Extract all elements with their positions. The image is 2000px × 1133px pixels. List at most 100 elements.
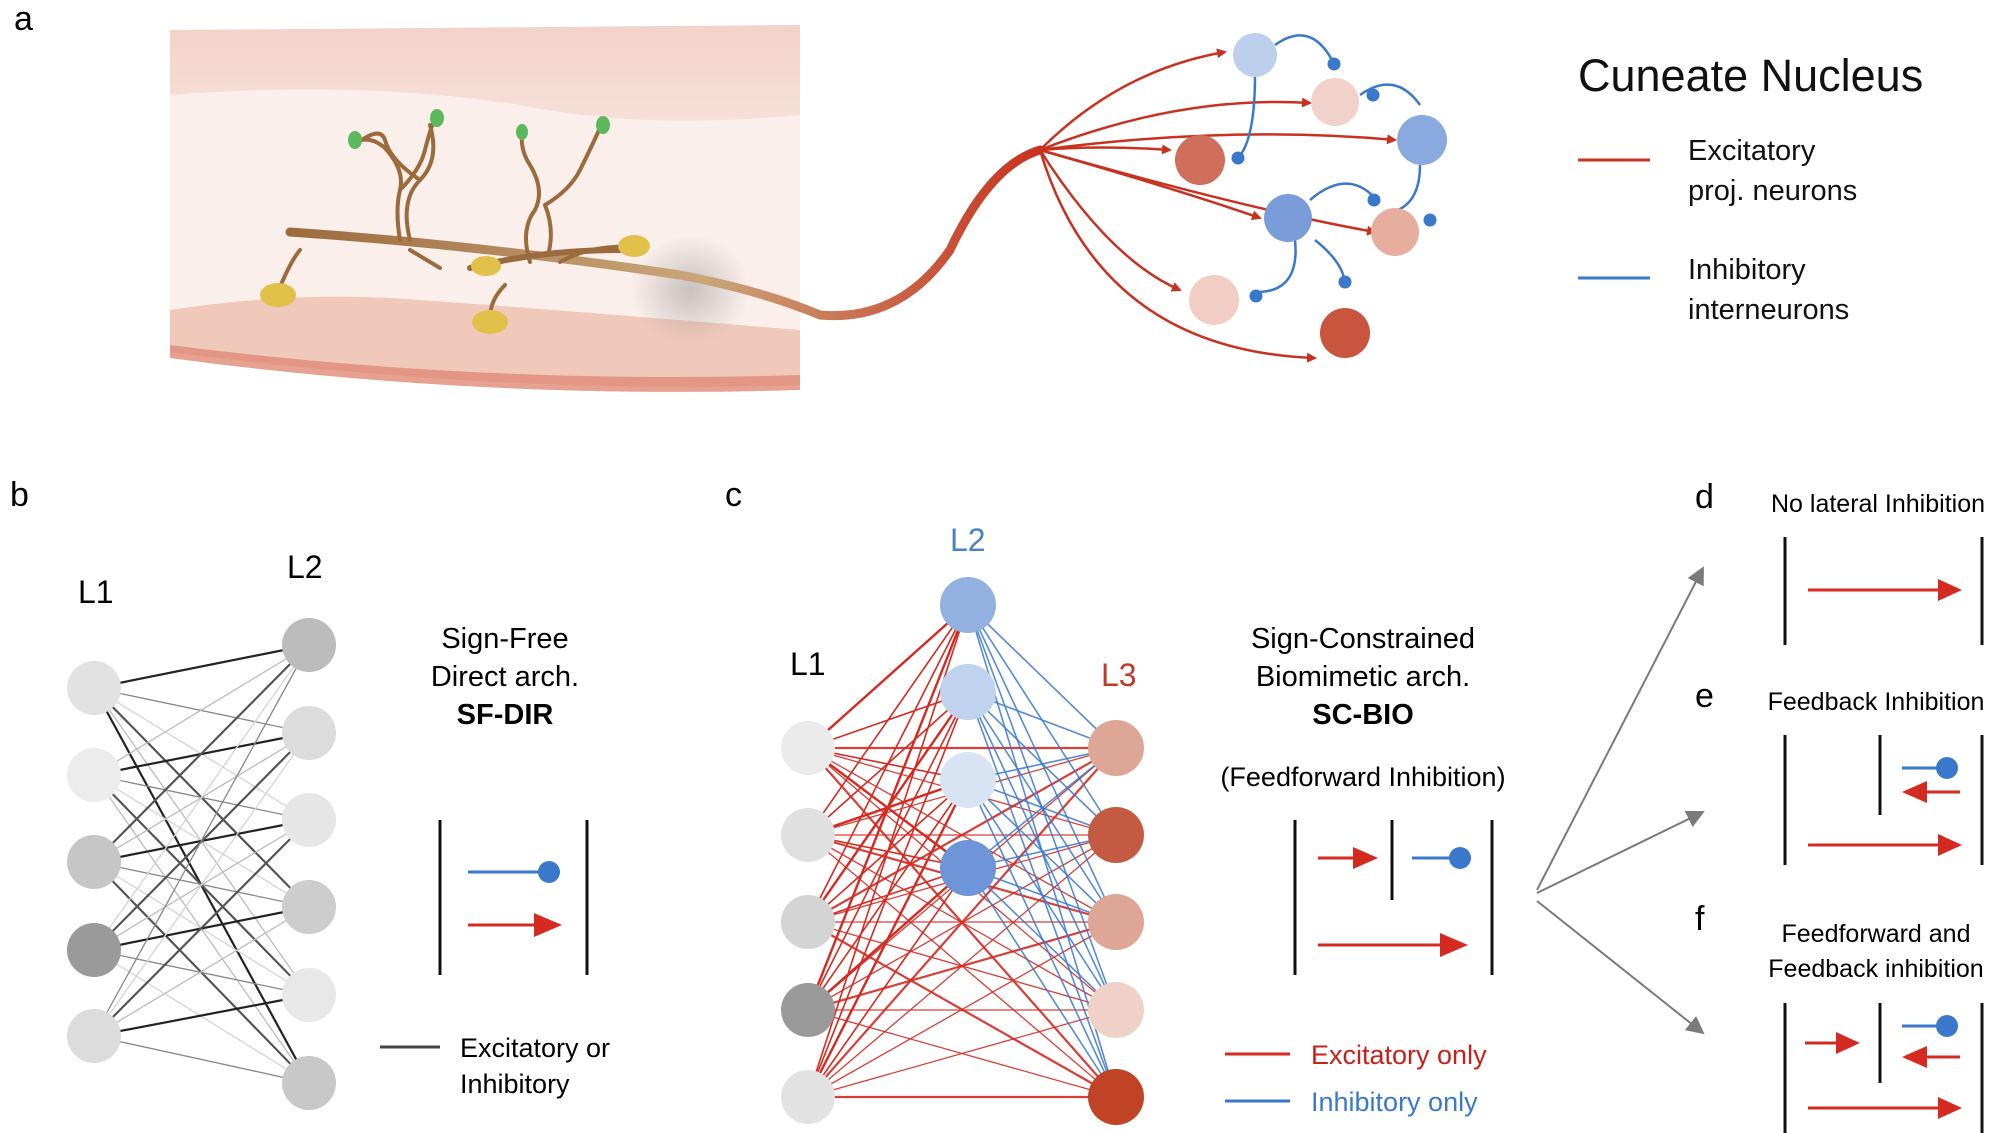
- fiber-branch: [408, 248, 442, 270]
- projection-arrow: [1038, 149, 1317, 363]
- c-excitatory-connection: [807, 747, 1117, 923]
- b-neuron-l2: [282, 793, 336, 847]
- c-excitatory-connection: [807, 867, 969, 1098]
- layer-label-l1: L1: [78, 574, 114, 610]
- arrow-to-f: [1536, 900, 1705, 1035]
- sf-dir-line2: Direct arch.: [431, 661, 579, 693]
- c-excitatory-connection: [807, 604, 969, 836]
- skin-block: [170, 25, 800, 392]
- inhibitory-link: [1237, 74, 1257, 159]
- inhibitory-synapse: [1449, 847, 1471, 869]
- inhibitory-link: [1397, 164, 1422, 212]
- inhibitory-link: [1274, 34, 1334, 61]
- b-neuron-l1: [67, 835, 121, 889]
- c-neuron-l3: [1088, 894, 1144, 950]
- excitatory-arrowhead: [1938, 579, 1962, 601]
- projection-arrows: [1038, 48, 1397, 363]
- inhibitory-neuron: [1397, 115, 1447, 165]
- smudge: [630, 235, 750, 345]
- inhibitory-link: [1314, 239, 1346, 279]
- panel-letter-c: c: [725, 476, 742, 514]
- excitatory-neuron: [1311, 78, 1359, 126]
- legend-excitatory-label-2: proj. neurons: [1688, 175, 1857, 207]
- c-neuron-l2: [940, 840, 996, 896]
- b-neuron-l2: [282, 706, 336, 760]
- projection-arrow: [1039, 148, 1377, 236]
- b-neurons: [67, 618, 336, 1110]
- c-excitatory-connection: [806, 779, 970, 1098]
- sc-bio-line2: Biomimetic arch.: [1256, 661, 1470, 693]
- inhibitory-neuron: [1233, 33, 1277, 77]
- excitatory-neuron: [1189, 275, 1239, 325]
- sf-dir-abbrev: SF-DIR: [457, 699, 554, 731]
- c-neuron-l1: [781, 1070, 835, 1124]
- panel-f-title-2: Feedback inhibition: [1768, 955, 1983, 983]
- c-excitatory-connection: [807, 691, 969, 1098]
- panel-e: e Feedback Inhibition: [1695, 677, 1984, 865]
- sf-dir-line1: Sign-Free: [441, 623, 568, 655]
- b-neuron-l1: [67, 1009, 121, 1063]
- sc-bio-line1: Sign-Constrained: [1251, 623, 1475, 655]
- c-inhibitory-connection: [967, 604, 1117, 749]
- panel-f-title-1: Feedforward and: [1781, 920, 1970, 948]
- b-neuron-l1: [67, 661, 121, 715]
- green-receptor: [348, 131, 362, 149]
- b-connection: [93, 993, 310, 1038]
- projection-arrow: [1039, 97, 1312, 152]
- c-excitatory-connection: [807, 747, 1117, 1098]
- inhibitory-synapse: [1936, 1015, 1958, 1037]
- yellow-receptor: [618, 235, 650, 257]
- layer-label-l2: L2: [950, 522, 986, 558]
- c-excitatory-connection: [807, 604, 969, 923]
- b-connection: [93, 643, 310, 690]
- sc-bio-note: (Feedforward Inhibition): [1220, 762, 1505, 792]
- panel-d-title: No lateral Inhibition: [1771, 490, 1985, 518]
- inhibitory-synapse: [1231, 151, 1245, 165]
- panel-a: a: [14, 0, 1923, 392]
- excitatory-arrowhead: [1440, 933, 1468, 957]
- inhibitory-synapse: [1338, 275, 1352, 289]
- b-neuron-l2: [282, 1056, 336, 1110]
- excitatory-neuron: [1371, 208, 1419, 256]
- c-neuron-l3: [1088, 720, 1144, 776]
- b-neuron-l1: [67, 748, 121, 802]
- inhibitory-neuron: [1264, 194, 1312, 242]
- b-connections: [93, 643, 310, 1084]
- panel-c: c L1 L2 L3 Sign-Constrained Biomimetic a…: [725, 476, 1506, 1125]
- layer-label-l2: L2: [287, 549, 323, 585]
- inhibitory-synapse: [1423, 213, 1437, 227]
- b-neuron-l2: [282, 968, 336, 1022]
- inhibitory-synapse: [1249, 289, 1263, 303]
- panel-f: f Feedforward and Feedback inhibition: [1695, 900, 1984, 1133]
- legend-excitatory-label: Excitatory: [1688, 135, 1816, 167]
- inhibitory-link: [1359, 83, 1422, 106]
- projection-arrow: [1039, 133, 1397, 152]
- cuneate-neurons: [1175, 33, 1447, 358]
- b-connection: [93, 1035, 310, 1084]
- arrow-to-d: [1536, 566, 1704, 891]
- panel-b: b L1 L2 Sign-Free Direct arch. SF-DIR Ex…: [10, 476, 610, 1110]
- panel-letter-b: b: [10, 476, 29, 514]
- c-excitatory-connection: [807, 834, 1117, 1098]
- b-connection: [93, 732, 310, 1037]
- inhibitory-synapse: [1327, 57, 1341, 71]
- c-neuron-l1: [781, 895, 835, 949]
- skin-top-layer: [170, 25, 800, 121]
- legend-mixed-label: Excitatory or: [460, 1033, 610, 1063]
- receptors: [260, 109, 650, 334]
- sc-bio-schematic: [1293, 820, 1494, 975]
- c-inhibitory-connection: [967, 867, 1117, 1011]
- c-neuron-l1: [781, 721, 835, 775]
- c-neuron-l2: [940, 664, 996, 720]
- inhibitory-link: [1259, 239, 1297, 294]
- panel-letter-f: f: [1695, 900, 1705, 938]
- projection-arrow: [1039, 48, 1227, 151]
- c-neuron-l1: [781, 808, 835, 862]
- feedback-arrowhead: [1902, 1046, 1927, 1068]
- c-excitatory-connection: [807, 604, 969, 749]
- yellow-receptor: [260, 283, 296, 307]
- fiber-branch: [353, 137, 403, 242]
- excitatory-neuron: [1320, 308, 1370, 358]
- b-neuron-l2: [282, 618, 336, 672]
- sf-dir-schematic: [438, 820, 589, 975]
